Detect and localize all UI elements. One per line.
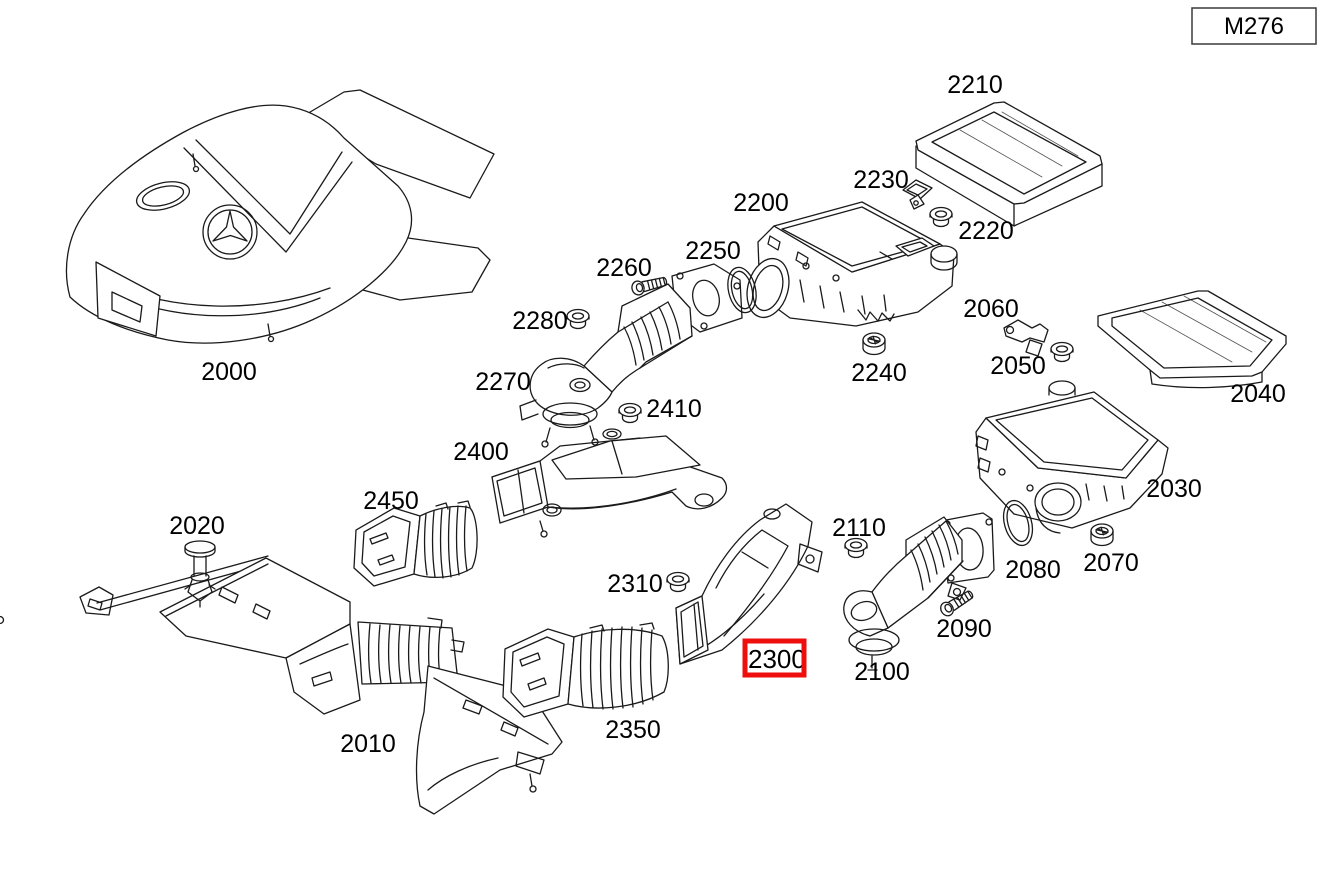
highlight-box-fill (745, 641, 804, 675)
part-drawing-2030[interactable] (975, 380, 1169, 534)
part-label-2070[interactable]: 2070 (1083, 549, 1139, 577)
part-label-2300[interactable]: 2300 (748, 644, 806, 674)
part-label-2400[interactable]: 2400 (453, 438, 509, 466)
part-drawing-2280[interactable] (566, 308, 590, 330)
part-label-2310[interactable]: 2310 (607, 570, 663, 598)
part-label-2240[interactable]: 2240 (851, 359, 907, 387)
part-drawing-2350[interactable] (502, 622, 669, 718)
part-label-2200[interactable]: 2200 (733, 189, 789, 217)
part-drawing-2230[interactable] (902, 179, 933, 210)
part-label-2110[interactable]: 2110 (832, 514, 886, 542)
part-label-2020[interactable]: 2020 (169, 512, 225, 540)
part-drawing-2020[interactable] (184, 540, 216, 608)
part-label-2210[interactable]: 2210 (947, 71, 1003, 99)
highlighted-part-callout-2300[interactable]: 2300 (742, 638, 807, 678)
part-drawing-2090[interactable] (937, 586, 977, 619)
part-drawing-2010[interactable] (0, 555, 563, 815)
part-label-2260[interactable]: 2260 (596, 254, 652, 282)
part-label-2060[interactable]: 2060 (963, 295, 1019, 323)
part-drawing-2410[interactable] (618, 402, 642, 424)
part-label-2230[interactable]: 2230 (853, 166, 909, 194)
part-drawing-2040[interactable] (1097, 290, 1287, 389)
part-label-2410[interactable]: 2410 (646, 395, 702, 423)
part-drawing-2210[interactable] (915, 101, 1103, 227)
engine-code-plate: M276 (1191, 7, 1317, 45)
part-label-2350[interactable]: 2350 (605, 716, 661, 744)
engine-code-label: M276 (1224, 13, 1284, 40)
part-drawing-2450[interactable] (353, 500, 478, 587)
part-label-2030[interactable]: 2030 (1146, 475, 1202, 503)
part-drawing-2270[interactable] (519, 263, 743, 448)
part-label-2000[interactable]: 2000 (201, 358, 257, 386)
part-drawing-2050[interactable] (1050, 341, 1074, 363)
part-drawing-2310[interactable] (666, 571, 690, 593)
part-label-2050[interactable]: 2050 (990, 352, 1046, 380)
part-label-2040[interactable]: 2040 (1230, 380, 1286, 408)
part-label-2100[interactable]: 2100 (854, 658, 910, 686)
part-label-2080[interactable]: 2080 (1005, 556, 1061, 584)
part-drawing-2240[interactable] (862, 332, 886, 356)
part-drawing-2060[interactable] (1003, 319, 1049, 357)
part-label-2010[interactable]: 2010 (340, 730, 396, 758)
part-drawing-2220[interactable] (929, 206, 953, 228)
part-drawing-2200[interactable] (741, 201, 958, 327)
part-label-2280[interactable]: 2280 (512, 307, 568, 335)
mercedes-star-icon (202, 204, 258, 260)
part-label-2270[interactable]: 2270 (475, 368, 531, 396)
highlight-box-border (742, 638, 807, 678)
part-label-2450[interactable]: 2450 (363, 487, 419, 515)
part-drawing-2100[interactable] (843, 512, 995, 671)
part-label-2220[interactable]: 2220 (958, 217, 1014, 245)
part-drawing-2300[interactable] (675, 503, 823, 665)
part-drawing-2400[interactable] (491, 428, 728, 538)
part-drawing-2070[interactable] (1090, 523, 1114, 547)
part-label-2090[interactable]: 2090 (936, 615, 992, 643)
part-label-2250[interactable]: 2250 (685, 237, 741, 265)
part-drawing-2000[interactable] (65, 89, 495, 344)
